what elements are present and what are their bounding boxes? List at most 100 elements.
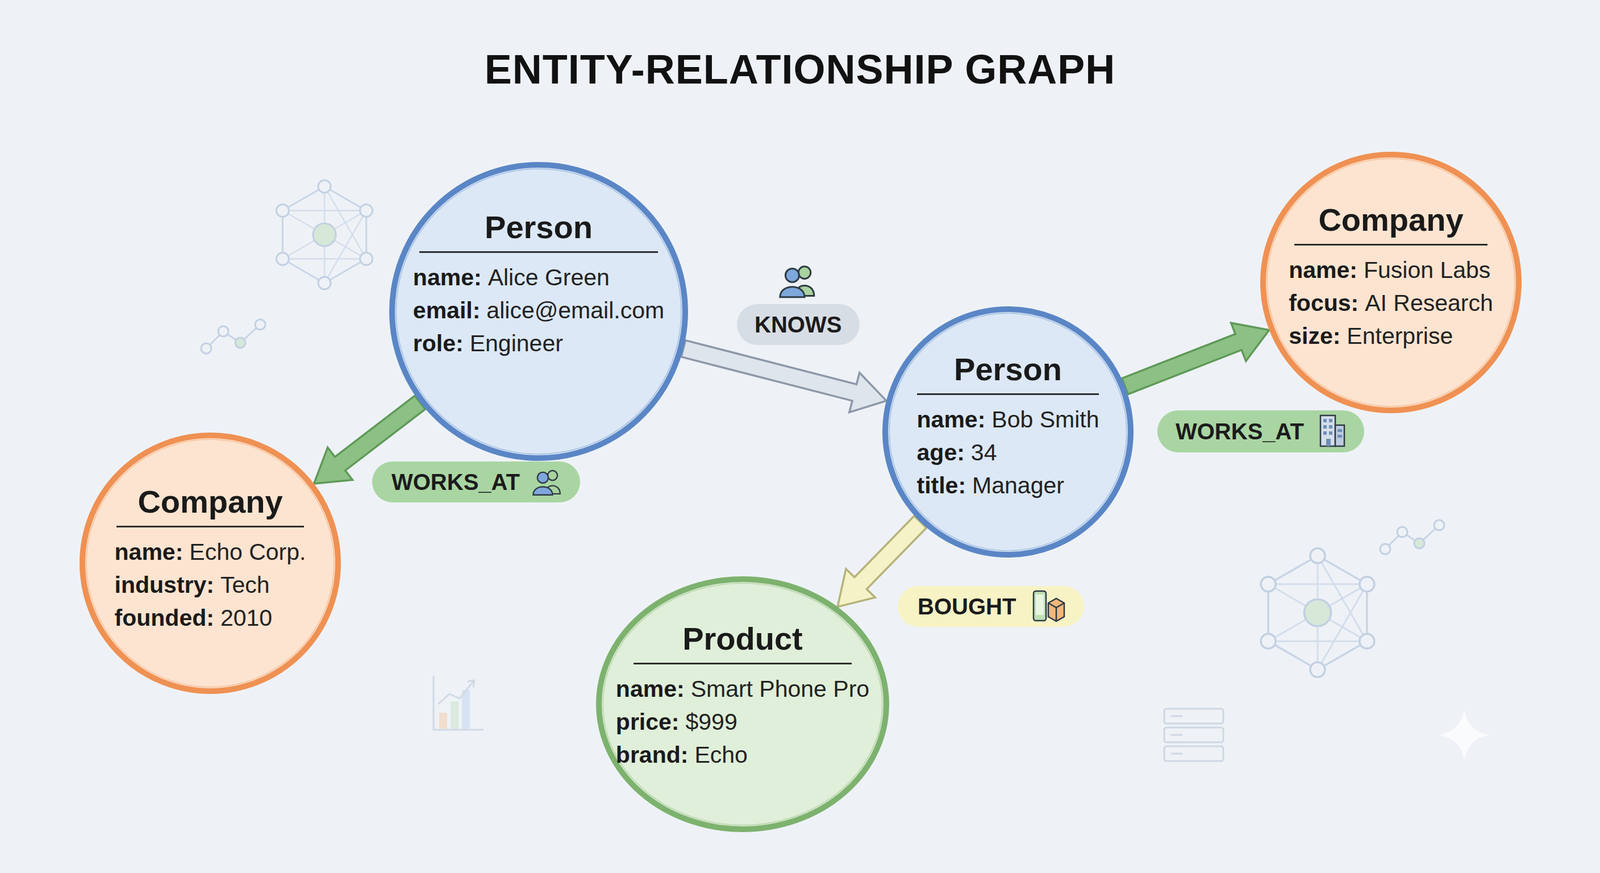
property-row: name:Bob Smith bbox=[917, 402, 1100, 436]
people-icon bbox=[532, 470, 561, 495]
entity-node: Personname:Bob Smithage:34title:Manager bbox=[882, 306, 1134, 558]
property-value: 2010 bbox=[220, 604, 273, 631]
relationship-arrow bbox=[681, 340, 887, 413]
network-icon bbox=[276, 180, 373, 290]
node-content: Personname:Bob Smithage:34title:Manager bbox=[917, 351, 1100, 502]
property-value: Engineer bbox=[469, 330, 564, 357]
node-content: Productname:Smart Phone Proprice:$999bra… bbox=[615, 620, 870, 772]
node-inner-ring bbox=[602, 582, 883, 825]
relationship-label: BOUGHT bbox=[917, 593, 1016, 620]
property-value: Tech bbox=[220, 571, 270, 598]
property-key: name: bbox=[413, 264, 482, 291]
property-row: size:Enterprise bbox=[1288, 319, 1494, 353]
property-key: email: bbox=[413, 297, 481, 324]
property-key: brand: bbox=[615, 741, 689, 768]
property-value: Fusion Labs bbox=[1363, 256, 1491, 283]
property-value: AI Research bbox=[1364, 289, 1494, 316]
property-row: brand:Echo bbox=[615, 738, 870, 772]
property-key: founded: bbox=[114, 604, 215, 631]
header-divider bbox=[419, 251, 658, 253]
network-icon bbox=[1260, 548, 1375, 678]
property-value: Echo bbox=[694, 741, 748, 768]
sparkline-icon bbox=[1380, 519, 1445, 554]
node-inner-ring bbox=[396, 168, 682, 454]
property-value: 34 bbox=[971, 439, 998, 466]
header-divider bbox=[116, 525, 304, 528]
relationship-arrow bbox=[1121, 322, 1269, 394]
server-icon bbox=[1164, 708, 1224, 761]
property-value: Manager bbox=[972, 472, 1065, 499]
entity-type: Person bbox=[953, 351, 1062, 388]
property-value: Echo Corp. bbox=[189, 538, 306, 565]
property-key: price: bbox=[615, 708, 680, 735]
relationship-label: WORKS_AT bbox=[391, 469, 520, 495]
property-row: name:Smart Phone Pro bbox=[615, 672, 870, 706]
node-outline bbox=[392, 164, 686, 458]
relationship-label-pill: WORKS_AT bbox=[1157, 410, 1365, 453]
property-value: Smart Phone Pro bbox=[690, 675, 870, 702]
property-list: name:Smart Phone Proprice:$999brand:Echo bbox=[615, 672, 870, 772]
node-content: Companyname:Fusion Labsfocus:AI Research… bbox=[1288, 201, 1494, 353]
property-row: name:Echo Corp. bbox=[114, 535, 307, 569]
node-outline bbox=[598, 578, 887, 829]
property-key: age: bbox=[917, 439, 965, 466]
property-key: role: bbox=[413, 330, 464, 357]
property-row: email:alice@email.com bbox=[413, 293, 665, 327]
relationship-label-pill: WORKS_AT bbox=[372, 461, 581, 503]
node-content: Companyname:Echo Corp.industry:Techfound… bbox=[114, 483, 307, 635]
property-value: alice@email.com bbox=[486, 297, 665, 324]
sparkline-icon bbox=[201, 319, 266, 354]
property-key: name: bbox=[917, 406, 986, 433]
header-divider bbox=[633, 662, 852, 665]
bar-chart-icon bbox=[433, 675, 484, 730]
header-divider bbox=[917, 393, 1099, 395]
property-key: name: bbox=[1288, 256, 1358, 283]
relationship-label: KNOWS bbox=[754, 311, 842, 338]
property-key: name: bbox=[615, 675, 685, 702]
property-value: Enterprise bbox=[1346, 322, 1453, 349]
node-inner-ring bbox=[1267, 158, 1515, 407]
property-list: name:Bob Smithage:34title:Manager bbox=[917, 402, 1100, 502]
property-row: name:Alice Green bbox=[413, 260, 665, 294]
entity-node: Personname:Alice Greenemail:alice@email.… bbox=[389, 161, 689, 461]
building-icon bbox=[1320, 415, 1345, 447]
purchase-icon bbox=[1033, 590, 1065, 622]
entity-type: Company bbox=[1318, 201, 1464, 239]
property-list: name:Echo Corp.industry:Techfounded:2010 bbox=[114, 535, 307, 635]
relationship-label: WORKS_AT bbox=[1175, 418, 1304, 445]
property-row: founded:2010 bbox=[114, 601, 307, 635]
property-list: name:Fusion Labsfocus:AI Researchsize:En… bbox=[1288, 253, 1494, 353]
entity-type: Person bbox=[484, 209, 593, 246]
property-value: $999 bbox=[685, 708, 738, 735]
node-outline bbox=[82, 435, 339, 691]
property-row: name:Fusion Labs bbox=[1288, 253, 1494, 287]
property-value: Bob Smith bbox=[991, 406, 1099, 433]
property-key: title: bbox=[917, 472, 967, 499]
property-row: industry:Tech bbox=[114, 568, 307, 602]
property-list: name:Alice Greenemail:alice@email.comrol… bbox=[413, 260, 665, 360]
node-inner-ring bbox=[889, 313, 1127, 551]
people-icon bbox=[780, 266, 815, 298]
property-row: role:Engineer bbox=[413, 326, 665, 360]
property-key: focus: bbox=[1288, 289, 1359, 316]
entity-node: Companyname:Echo Corp.industry:Techfound… bbox=[79, 432, 341, 694]
property-row: price:$999 bbox=[615, 705, 870, 739]
relationship-label-pill: BOUGHT bbox=[897, 585, 1085, 627]
entity-type: Company bbox=[137, 483, 283, 520]
node-outline bbox=[885, 309, 1131, 555]
entity-type: Product bbox=[682, 620, 803, 657]
sparkle-icon bbox=[1438, 709, 1490, 761]
property-key: industry: bbox=[114, 571, 215, 598]
property-row: age:34 bbox=[917, 435, 1100, 469]
entity-node: Productname:Smart Phone Proprice:$999bra… bbox=[596, 576, 890, 832]
property-key: name: bbox=[114, 538, 184, 565]
diagram-title: ENTITY-RELATIONSHIP GRAPH bbox=[0, 45, 1600, 94]
property-key: size: bbox=[1288, 322, 1341, 349]
property-value: Alice Green bbox=[488, 264, 610, 291]
property-row: focus:AI Research bbox=[1288, 286, 1494, 320]
header-divider bbox=[1294, 243, 1488, 246]
node-outline bbox=[596, 576, 890, 832]
relationship-label-pill: KNOWS bbox=[736, 303, 860, 345]
node-content: Personname:Alice Greenemail:alice@email.… bbox=[413, 209, 665, 360]
